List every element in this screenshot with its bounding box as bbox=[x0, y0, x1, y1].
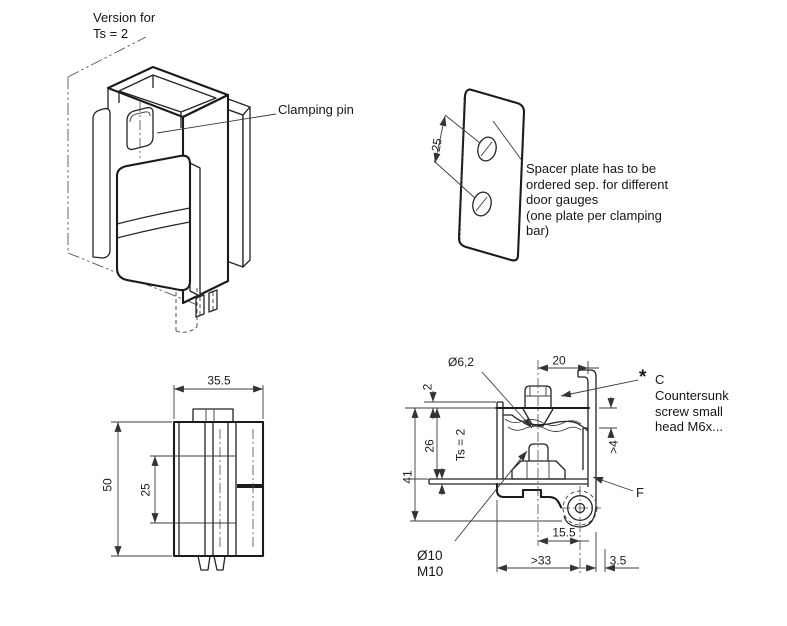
spacer-note: Spacer plate has to be ordered sep. for … bbox=[526, 161, 669, 239]
section-height-dim: 41 bbox=[400, 470, 415, 484]
screw-note: Countersunk screw small head M6x... bbox=[655, 388, 729, 435]
pin-thread-label: Ø10 M10 bbox=[417, 548, 444, 580]
spacer-view-linework bbox=[433, 88, 526, 262]
clamping-pin-label: Clamping pin bbox=[278, 102, 354, 117]
front-hole-spacing-dim: 25 bbox=[138, 483, 153, 497]
f-label: F bbox=[636, 485, 644, 500]
section-countersink-dia-dim: Ø6,2 bbox=[448, 355, 475, 369]
section-door-thickness-dim: Ts = 2 bbox=[453, 428, 468, 462]
section-lip-dim: 2 bbox=[420, 383, 435, 391]
section-depth-dim: 26 bbox=[422, 439, 437, 453]
section-gap-dim: 3.5 bbox=[609, 553, 627, 568]
section-top-offset-dim: 20 bbox=[552, 353, 566, 368]
front-width-dim: 35.5 bbox=[207, 373, 231, 388]
front-height-dim: 50 bbox=[100, 478, 115, 492]
version-label: Version for Ts = 2 bbox=[93, 10, 156, 41]
section-view-linework bbox=[405, 360, 639, 573]
iso-view-linework bbox=[67, 36, 277, 333]
front-view-linework bbox=[111, 385, 265, 571]
section-min-edge-dim: >4 bbox=[606, 440, 621, 454]
section-pivot-offset-dim: 15.5 bbox=[552, 525, 576, 540]
screw-ref-label: C bbox=[655, 372, 665, 387]
footnote-star: * bbox=[639, 367, 647, 388]
section-min-width-dim: >33 bbox=[530, 553, 552, 568]
spacer-hole-spacing-dim: 25 bbox=[428, 137, 445, 153]
